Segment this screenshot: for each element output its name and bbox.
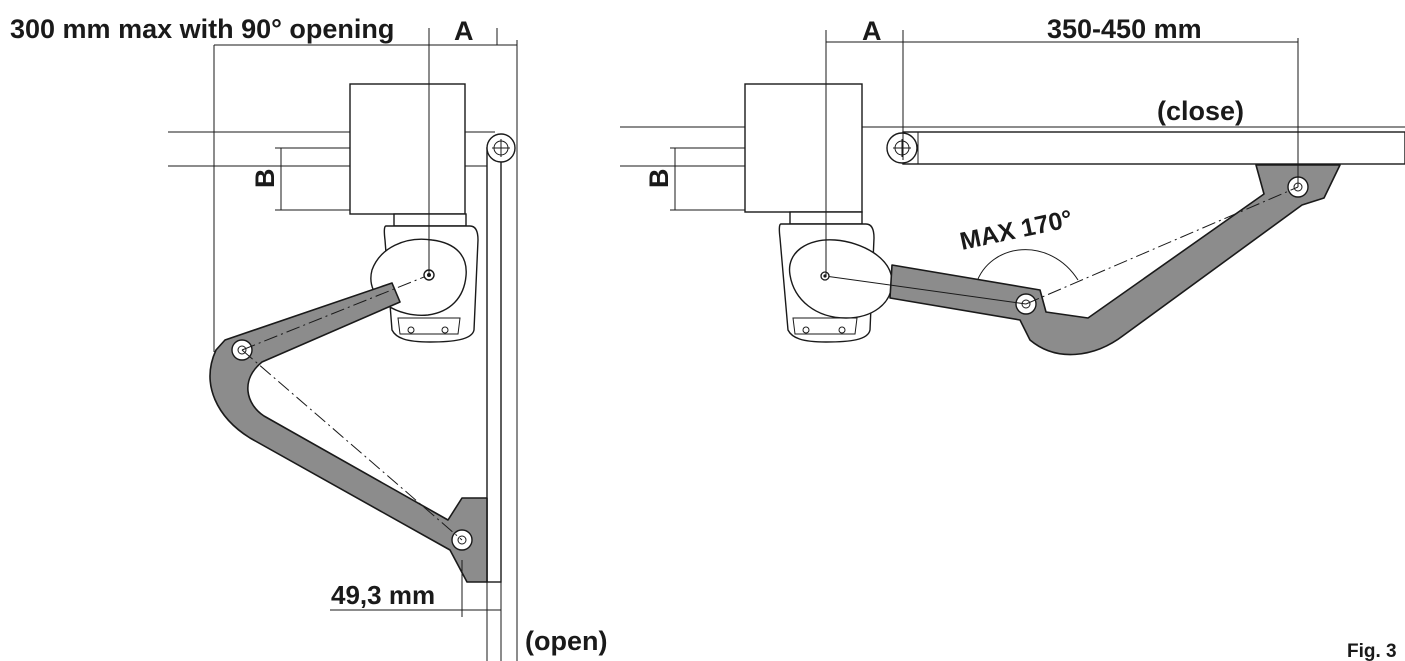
right-motor-shaft-icon <box>820 271 830 281</box>
open-gate-leaf <box>486 40 518 661</box>
closed-gate-leaf <box>902 131 1405 165</box>
close-state-label: (close) <box>1157 96 1244 126</box>
arm-offset-label: 49,3 mm <box>331 580 435 610</box>
right-operator-arm <box>824 164 1341 356</box>
left-gate-hinge-icon <box>486 133 516 163</box>
left-dimension-lines <box>213 28 517 617</box>
arm-range-label: 350-450 mm <box>1047 14 1202 44</box>
open-position-view: 300 mm max with 90° opening A B 49,3 mm … <box>10 14 607 661</box>
right-motor-unit <box>744 83 893 343</box>
figure-caption: Fig. 3 <box>1347 641 1397 661</box>
left-motor-unit <box>349 83 479 343</box>
dimension-a-label-right: A <box>862 16 882 46</box>
closed-position-view: A 350-450 mm (close) B MAX 170° <box>620 14 1405 356</box>
dimension-b-label-left: B <box>250 169 280 189</box>
dimension-a-label-left: A <box>454 16 474 46</box>
max-angle-arc <box>975 249 1079 285</box>
max-offset-label: 300 mm max with 90° opening <box>10 14 394 44</box>
max-angle-label: MAX 170° <box>957 205 1075 256</box>
open-state-label: (open) <box>525 626 607 656</box>
left-operator-arm <box>209 274 488 583</box>
right-gate-hinge-icon <box>886 132 919 164</box>
right-dimension-lines <box>670 30 1299 276</box>
left-wall-lines <box>168 131 495 167</box>
dimension-b-label-right: B <box>644 169 674 189</box>
right-wall-lines <box>620 126 1405 167</box>
